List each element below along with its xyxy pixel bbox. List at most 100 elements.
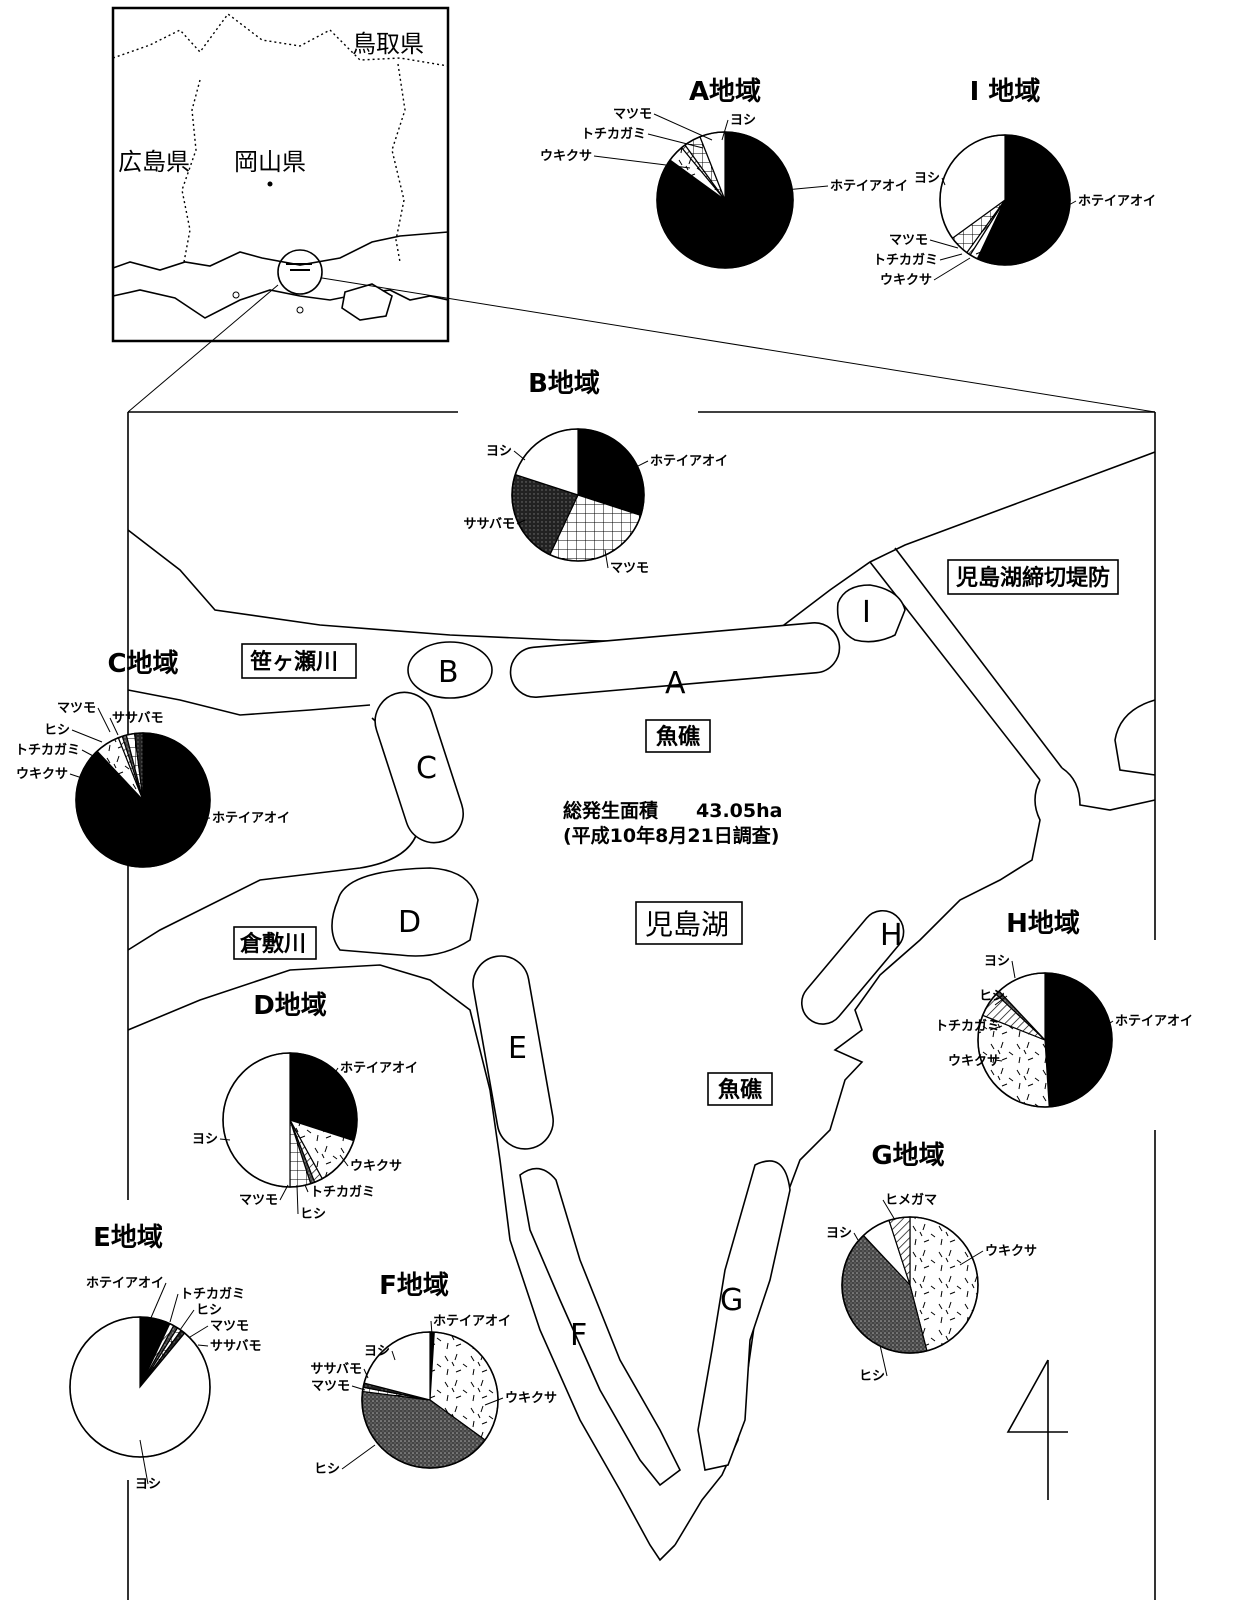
zone-g-island bbox=[697, 1160, 791, 1471]
pie-leader-line bbox=[1059, 200, 1077, 211]
pie-outline bbox=[75, 732, 211, 868]
pie-slice-label: ホテイアオイ bbox=[1078, 194, 1156, 209]
shikoku-coast bbox=[112, 289, 449, 319]
pref-label-tottori: 鳥取県 bbox=[352, 30, 424, 58]
pie-leader-line bbox=[219, 1138, 231, 1141]
pie-leader-line bbox=[484, 1397, 504, 1406]
pie-title: C地域 bbox=[107, 649, 178, 679]
pie-leader-line bbox=[653, 113, 713, 141]
reef-2-box bbox=[707, 1072, 773, 1106]
pie-slice-label: トチカガミ bbox=[935, 1019, 1000, 1034]
pie-slice-label: ヨシ bbox=[364, 1344, 390, 1359]
pie-outline bbox=[511, 428, 645, 562]
pie-leader-line bbox=[189, 817, 211, 821]
sasagase-bank-north bbox=[127, 689, 371, 716]
pie-slice-label: マツモ bbox=[613, 107, 652, 122]
pie-leader-line bbox=[391, 1350, 396, 1361]
zone-a-island bbox=[509, 621, 841, 699]
pie-leader-line bbox=[994, 995, 1008, 1006]
pie-leader-line bbox=[513, 450, 526, 461]
pie-chart-1: A地域ホテイアオイウキクサトチカガミマツモヨシ bbox=[540, 77, 908, 269]
pie-leader-line bbox=[933, 257, 971, 281]
pie-leader-line bbox=[69, 773, 89, 781]
lake-name: 児島湖 bbox=[645, 908, 729, 941]
pie-slice-label: ヨシ bbox=[486, 444, 512, 459]
pie-leader-line bbox=[430, 1320, 433, 1336]
zone-label-g: G bbox=[720, 1283, 743, 1318]
river-sasagase-box bbox=[241, 643, 357, 679]
pie-leader-line bbox=[339, 1154, 349, 1167]
dam-label: 児島湖締切堤防 bbox=[955, 565, 1110, 591]
pie-slice-label: ウキクサ bbox=[505, 1391, 557, 1406]
pie-slice-label: ヒシ bbox=[300, 1207, 326, 1222]
lake-mini bbox=[286, 263, 312, 271]
pie-leader-line bbox=[81, 749, 96, 758]
pie-leader-line bbox=[197, 1344, 209, 1347]
pie-slice-label: ヨシ bbox=[730, 113, 756, 128]
pie-slice-label: ヒシ bbox=[979, 989, 1005, 1004]
pie-title: H地域 bbox=[1006, 909, 1080, 939]
pie-leader-line bbox=[139, 1439, 149, 1485]
pie-leader-line bbox=[149, 1282, 167, 1321]
zone-label-e: E bbox=[508, 1031, 527, 1066]
islet bbox=[232, 291, 240, 299]
zone-label-c: C bbox=[416, 751, 437, 786]
river-kurashiki-label: 倉敷川 bbox=[239, 931, 306, 957]
zone-e-island bbox=[472, 955, 554, 1150]
river-sasagase-label: 笹ヶ瀬川 bbox=[250, 649, 338, 675]
pie-slice-label: ヨシ bbox=[914, 171, 940, 186]
zone-d-island bbox=[331, 867, 479, 957]
pie-leader-line bbox=[941, 177, 946, 186]
pie-slice-label: マツモ bbox=[57, 701, 96, 716]
lake-name-box bbox=[635, 901, 743, 945]
pie-slice-label: ササバモ bbox=[112, 711, 163, 726]
pie-slice-label: トチカガミ bbox=[15, 743, 80, 758]
pie-outline bbox=[656, 131, 794, 269]
pie-leader-line bbox=[939, 253, 963, 261]
pie-leader-line bbox=[647, 133, 704, 149]
pie-leader-line bbox=[109, 717, 119, 736]
pie-slice-label: ヒシ bbox=[859, 1369, 885, 1384]
pie-slice-label: ウキクサ bbox=[350, 1159, 402, 1174]
pie-slice-label: ホテイアオイ bbox=[830, 179, 908, 194]
pie-slice-label: マツモ bbox=[239, 1193, 278, 1208]
pie-leader-line bbox=[994, 1059, 1003, 1062]
pie-slice bbox=[222, 1052, 291, 1188]
pie-slice-label: ウキクサ bbox=[880, 273, 932, 288]
pie-leader-line bbox=[329, 1067, 339, 1081]
reef-2-label: 魚礁 bbox=[718, 1077, 762, 1103]
pie-slice-label: ホテイアオイ bbox=[1115, 1014, 1193, 1029]
pie-slice-label: ササバモ bbox=[210, 1339, 261, 1354]
zone-c-island bbox=[374, 691, 464, 844]
pie-slice-label: ウキクサ bbox=[16, 767, 68, 782]
total-area-text: 総発生面積 43.05ha bbox=[563, 799, 782, 822]
pie-outline bbox=[222, 1052, 358, 1188]
pie-leader-line bbox=[304, 1184, 309, 1193]
inset-highlight-circle bbox=[277, 249, 323, 295]
pie-slice-label: ヒメガマ bbox=[885, 1193, 937, 1208]
pie-slice-label: ヨシ bbox=[984, 954, 1010, 969]
zone-i-island bbox=[836, 584, 906, 643]
islet bbox=[296, 306, 304, 314]
pie-leader-line bbox=[169, 1293, 179, 1323]
pie-slice-label: ウキクサ bbox=[540, 149, 592, 164]
zoom-line-left bbox=[127, 284, 279, 413]
pie-leader-line bbox=[179, 1309, 195, 1331]
pie-leader-line bbox=[989, 1025, 1003, 1031]
pie-slice-label: マツモ bbox=[210, 1319, 249, 1334]
pie-slice-label: ヒシ bbox=[314, 1462, 340, 1477]
inset-frame bbox=[111, 6, 450, 343]
pie-slice-label: トチカガミ bbox=[180, 1287, 245, 1302]
zone-label-a: A bbox=[665, 666, 686, 701]
dike-line-2 bbox=[894, 547, 1063, 769]
reef-1-box bbox=[645, 719, 711, 753]
south-west-shore bbox=[127, 964, 676, 1562]
zone-label-d: D bbox=[398, 905, 421, 940]
zone-f-island bbox=[519, 1167, 682, 1487]
pie-leader-line bbox=[1099, 1020, 1114, 1031]
zone-b-island bbox=[407, 641, 493, 699]
